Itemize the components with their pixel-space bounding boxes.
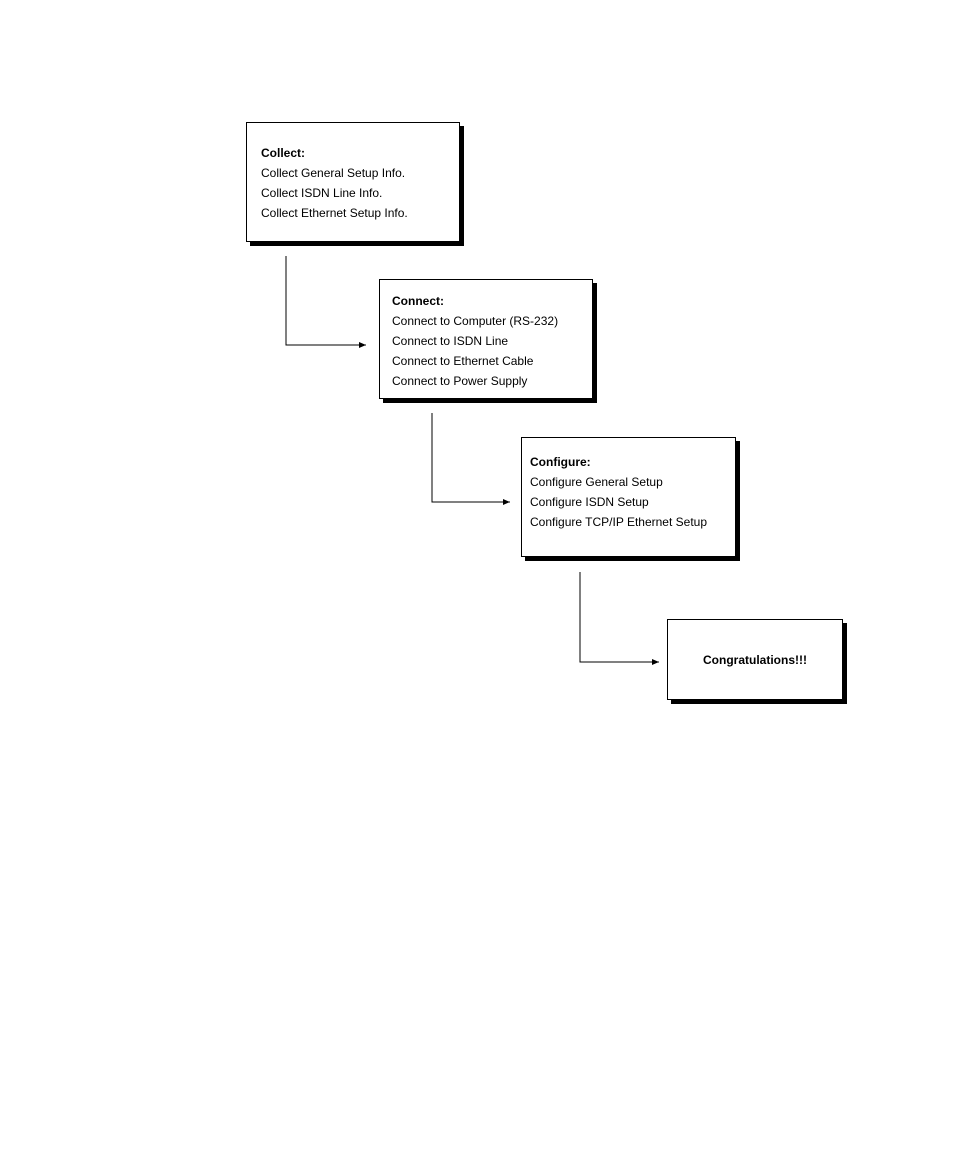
arrow-connect-to-configure: [431, 413, 510, 505]
connect-heading: Connect:: [392, 294, 444, 308]
connect-step-box: Connect: Connect to Computer (RS-232) Co…: [379, 279, 593, 399]
connect-item-power: Connect to Power Supply: [392, 374, 528, 388]
connect-item-ethernet: Connect to Ethernet Cable: [392, 354, 534, 368]
connect-item-isdn: Connect to ISDN Line: [392, 334, 509, 348]
collect-item-isdn: Collect ISDN Line Info.: [261, 186, 383, 200]
arrow-collect-to-connect: [285, 256, 366, 348]
collect-item-general: Collect General Setup Info.: [261, 166, 406, 180]
arrow-configure-to-finish: [579, 572, 659, 665]
configure-item-general: Configure General Setup: [530, 475, 663, 489]
configure-item-tcpip: Configure TCP/IP Ethernet Setup: [530, 515, 707, 529]
configure-step-box: Configure: Configure General Setup Confi…: [521, 437, 736, 557]
finish-step-box: Congratulations!!!: [667, 619, 843, 700]
configure-heading: Configure:: [530, 455, 591, 469]
collect-item-ethernet: Collect Ethernet Setup Info.: [261, 206, 408, 220]
connect-item-computer: Connect to Computer (RS-232): [392, 314, 559, 328]
configure-item-isdn: Configure ISDN Setup: [530, 495, 649, 509]
finish-label: Congratulations!!!: [703, 652, 807, 667]
collect-heading: Collect:: [261, 146, 306, 160]
collect-step-box: Collect: Collect General Setup Info. Col…: [246, 122, 460, 242]
